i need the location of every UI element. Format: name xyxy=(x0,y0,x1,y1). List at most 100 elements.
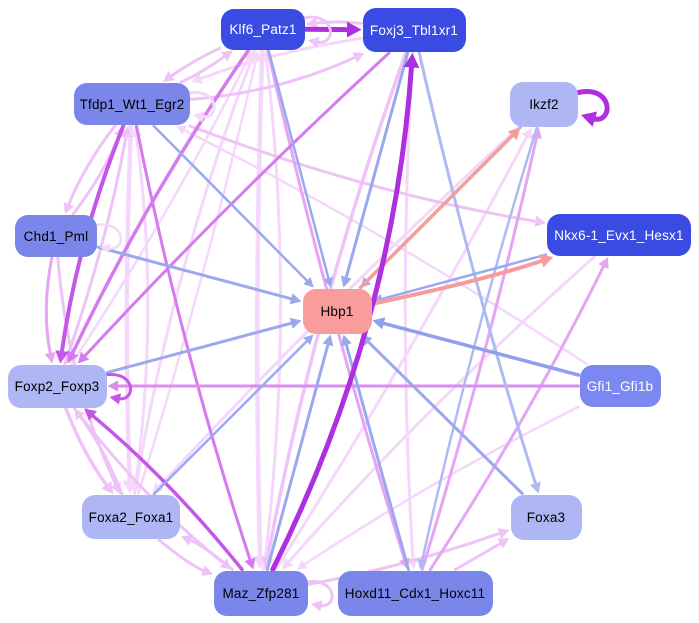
graph-edge xyxy=(255,48,265,561)
graph-node-foxa3[interactable]: Foxa3 xyxy=(510,494,582,540)
graph-edge xyxy=(197,36,363,81)
graph-edge xyxy=(93,223,123,250)
graph-edge-arrowhead xyxy=(340,334,352,347)
graph-edge xyxy=(132,133,150,496)
graph-edge-arrowhead xyxy=(372,317,386,330)
graph-node-foxj3[interactable]: Foxj3_Tbl1xr1 xyxy=(362,8,466,52)
graph-edge-arrowhead xyxy=(303,277,314,288)
graph-edge-arrowhead xyxy=(101,480,114,494)
graph-edge-arrowhead xyxy=(250,50,261,62)
graph-edge xyxy=(420,126,539,564)
graph-edge xyxy=(313,20,363,25)
graph-edge-arrowhead xyxy=(296,559,308,570)
graph-edge xyxy=(370,258,546,306)
graph-edge-arrowhead xyxy=(497,538,510,549)
graph-node-label: Foxp2_Foxp3 xyxy=(14,378,100,394)
graph-node-hbp1[interactable]: Hbp1 xyxy=(302,288,372,334)
graph-edge xyxy=(70,48,250,357)
graph-edge xyxy=(380,321,581,377)
graph-node-hoxd11[interactable]: Hoxd11_Cdx1_Hoxc11 xyxy=(337,570,493,616)
graph-node-label: Hoxd11_Cdx1_Hoxc11 xyxy=(344,585,486,601)
graph-edge xyxy=(454,541,504,571)
graph-node-label: Gfi1_Gfi1b xyxy=(586,378,654,394)
graph-edge xyxy=(168,46,222,79)
graph-edge xyxy=(417,51,538,487)
graph-node-gfi1[interactable]: Gfi1_Gfi1b xyxy=(579,365,661,407)
graph-edge xyxy=(428,263,606,571)
graph-edge-arrowhead xyxy=(67,350,79,364)
graph-edge-arrowhead xyxy=(289,293,302,305)
graph-node-tfdp1[interactable]: Tfdp1_Wt1_Egr2 xyxy=(74,83,190,125)
graph-edge-arrowhead xyxy=(63,201,75,214)
graph-node-label: Nkx6-1_Evx1_Hesx1 xyxy=(554,227,684,243)
graph-edge-arrowhead xyxy=(539,254,554,268)
graph-edge-arrowhead xyxy=(200,565,213,576)
graph-node-label: Foxa3 xyxy=(526,509,566,525)
graph-edge-arrowhead xyxy=(244,557,256,570)
graph-edge-arrowhead xyxy=(497,528,510,539)
graph-node-foxa2[interactable]: Foxa2_Foxa1 xyxy=(82,495,180,539)
graph-edge-arrowhead xyxy=(308,36,320,48)
graph-edge-arrowhead xyxy=(281,557,294,570)
graph-edge xyxy=(152,124,310,284)
graph-edge xyxy=(187,538,234,571)
graph-edge xyxy=(72,407,227,566)
graph-edge-arrowhead xyxy=(152,482,164,494)
graph-edge xyxy=(89,412,244,572)
graph-edge-arrowhead xyxy=(311,600,323,612)
graph-edge xyxy=(103,373,132,401)
graph-node-klf6[interactable]: Klf6_Patz1 xyxy=(221,8,305,50)
graph-edge xyxy=(420,134,539,571)
graph-edge-arrowhead xyxy=(289,317,302,329)
graph-edge-arrowhead xyxy=(530,481,541,494)
graph-edge-arrowhead xyxy=(322,334,334,347)
graph-edge-arrowhead xyxy=(44,351,56,364)
graph-edge xyxy=(403,51,415,563)
graph-node-label: Klf6_Patz1 xyxy=(229,21,297,37)
graph-node-label: Ikzf2 xyxy=(529,96,559,112)
graph-node-nkx6[interactable]: Nkx6-1_Evx1_Hesx1 xyxy=(547,214,691,256)
graph-node-chd1[interactable]: Chd1_Pml xyxy=(15,215,97,257)
graph-edge-arrowhead xyxy=(340,275,352,288)
graph-edge-arrowhead xyxy=(403,53,420,69)
graph-edge xyxy=(301,15,332,44)
graph-node-label: Foxj3_Tbl1xr1 xyxy=(369,22,459,38)
graph-edge-arrowhead xyxy=(109,393,122,405)
graph-edge xyxy=(378,253,548,301)
graph-edge xyxy=(181,128,588,366)
graph-node-label: Chd1_Pml xyxy=(23,228,89,244)
graph-edge xyxy=(304,580,334,608)
graph-edge-arrowhead xyxy=(193,111,205,123)
graph-edge xyxy=(152,338,310,496)
graph-node-label: Foxa2_Foxa1 xyxy=(88,509,174,525)
graph-edge-arrowhead xyxy=(77,351,90,364)
graph-edge xyxy=(365,339,524,495)
graph-edge-arrowhead xyxy=(323,276,334,288)
graph-edge-arrowhead xyxy=(417,558,428,570)
graph-edge xyxy=(274,133,530,571)
graph-edge-arrowhead xyxy=(181,535,194,546)
graph-edge xyxy=(66,124,117,208)
graph-edge-arrowhead xyxy=(120,126,132,138)
graph-edge xyxy=(96,245,295,301)
graph-edge-arrowhead xyxy=(352,52,365,63)
graph-edge xyxy=(70,56,251,365)
graph-edge-arrowhead xyxy=(55,350,69,364)
graph-node-label: Hbp1 xyxy=(320,303,354,319)
graph-edge-arrowhead xyxy=(107,380,119,392)
graph-edge xyxy=(157,538,207,573)
graph-edge-arrowhead xyxy=(175,125,187,135)
graph-edge xyxy=(573,89,610,122)
graph-edge xyxy=(179,54,228,84)
graph-node-ikzf2[interactable]: Ikzf2 xyxy=(510,81,578,127)
graph-edge xyxy=(267,49,331,282)
graph-edge-arrowhead xyxy=(534,215,546,227)
graph-edge xyxy=(265,341,330,571)
graph-edge xyxy=(64,406,110,489)
graph-node-foxp2[interactable]: Foxp2_Foxp3 xyxy=(7,364,107,408)
graph-edge-arrowhead xyxy=(84,408,98,421)
graph-node-maz[interactable]: Maz_Zfp281 xyxy=(214,570,308,616)
graph-edge-arrowhead xyxy=(306,17,318,29)
graph-node-label: Tfdp1_Wt1_Egr2 xyxy=(79,96,185,112)
